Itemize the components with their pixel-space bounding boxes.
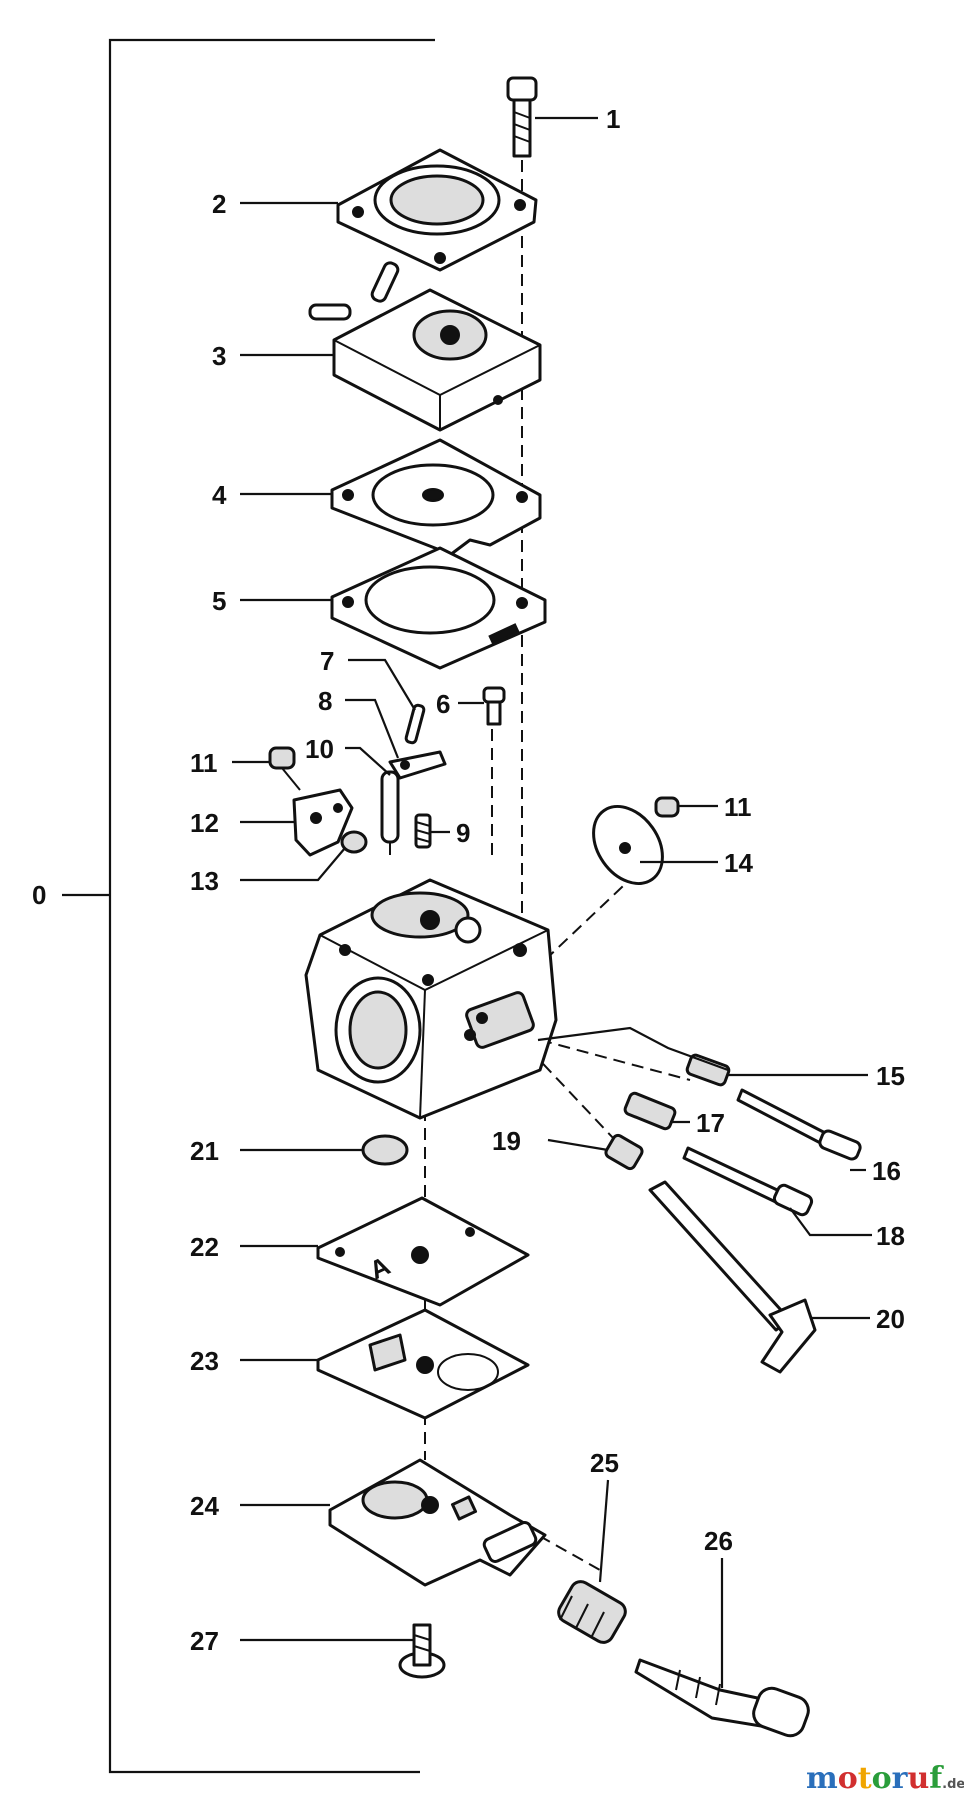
part-spring-19 bbox=[604, 1133, 644, 1171]
part-screw-27 bbox=[398, 1623, 446, 1679]
part-disc-14 bbox=[592, 805, 664, 885]
logo-suffix: .de bbox=[942, 1777, 964, 1792]
part-spring-15 bbox=[685, 1053, 731, 1087]
callout-4: 4 bbox=[212, 480, 227, 510]
callout-24: 24 bbox=[190, 1491, 219, 1521]
callout-8: 8 bbox=[318, 686, 332, 716]
callout-0: 0 bbox=[32, 880, 46, 910]
callout-25: 25 bbox=[590, 1448, 619, 1478]
callout-22: 22 bbox=[190, 1232, 219, 1262]
part-diaphragm-4 bbox=[330, 438, 542, 557]
callout-12: 12 bbox=[190, 808, 219, 838]
callout-1: 1 bbox=[606, 104, 620, 134]
callout-15: 15 bbox=[876, 1061, 905, 1091]
part-gasket-23 bbox=[316, 1308, 530, 1420]
callout-16: 16 bbox=[872, 1156, 901, 1186]
motoruf-logo: motoruf.de bbox=[806, 1761, 964, 1796]
part-cover-plate-2 bbox=[336, 148, 538, 272]
leader-lines bbox=[232, 116, 872, 1688]
logo-letter: t bbox=[858, 1761, 872, 1796]
callout-18: 18 bbox=[876, 1221, 905, 1251]
part-choke-shaft-20 bbox=[648, 1180, 817, 1374]
callout-5: 5 bbox=[212, 586, 226, 616]
callout-11-right: 11 bbox=[724, 792, 752, 822]
logo-letter: m bbox=[806, 1761, 838, 1796]
callout-27: 27 bbox=[190, 1626, 219, 1656]
part-screw-6 bbox=[482, 686, 506, 726]
callout-7: 7 bbox=[320, 646, 334, 676]
part-pump-body-3 bbox=[308, 261, 542, 432]
callout-23: 23 bbox=[190, 1346, 219, 1376]
callout-9: 9 bbox=[456, 818, 470, 848]
logo-letter: r bbox=[892, 1761, 909, 1796]
part-spring-17 bbox=[623, 1091, 677, 1131]
logo-wordmark: motoruf.de bbox=[806, 1761, 964, 1796]
part-screw-1 bbox=[506, 76, 538, 158]
part-pin-7 bbox=[404, 703, 426, 745]
callout-6: 6 bbox=[436, 689, 450, 719]
part-cover-24 bbox=[328, 1458, 547, 1587]
part-gasket-5 bbox=[330, 546, 547, 670]
logo-letter: o bbox=[838, 1761, 858, 1796]
logo-letter: u bbox=[907, 1761, 929, 1796]
part-needle-18 bbox=[682, 1146, 814, 1217]
part-spring-9 bbox=[414, 813, 432, 849]
part-diaphragm-22: A bbox=[316, 1196, 530, 1307]
part-plug-13 bbox=[340, 830, 368, 854]
part-needle-10 bbox=[380, 770, 400, 855]
callout-19: 19 bbox=[492, 1126, 521, 1156]
part-screw-11-right bbox=[654, 796, 680, 818]
part-screw-26 bbox=[634, 1658, 810, 1738]
callout-26: 26 bbox=[704, 1526, 733, 1556]
callout-3: 3 bbox=[212, 341, 226, 371]
callout-labels: 0 1 2 3 4 5 6 7 8 9 10 11 11 12 13 14 15… bbox=[32, 104, 905, 1656]
callout-17: 17 bbox=[696, 1108, 725, 1138]
callout-13: 13 bbox=[190, 866, 219, 896]
callout-10: 10 bbox=[305, 734, 334, 764]
assembly-bracket bbox=[62, 38, 435, 1774]
callout-11-left: 11 bbox=[190, 748, 218, 778]
part-needle-16 bbox=[736, 1088, 862, 1161]
part-screw-11-left bbox=[268, 746, 301, 791]
callout-2: 2 bbox=[212, 189, 226, 219]
logo-letter: o bbox=[872, 1761, 892, 1796]
callout-14: 14 bbox=[724, 848, 753, 878]
part-plug-21 bbox=[361, 1134, 409, 1166]
carburetor-body bbox=[304, 878, 558, 1120]
callout-20: 20 bbox=[876, 1304, 905, 1334]
part-spring-25 bbox=[557, 1580, 627, 1644]
logo-letter: f bbox=[929, 1761, 944, 1796]
callout-21: 21 bbox=[190, 1136, 219, 1166]
part-plate-12 bbox=[292, 788, 354, 857]
